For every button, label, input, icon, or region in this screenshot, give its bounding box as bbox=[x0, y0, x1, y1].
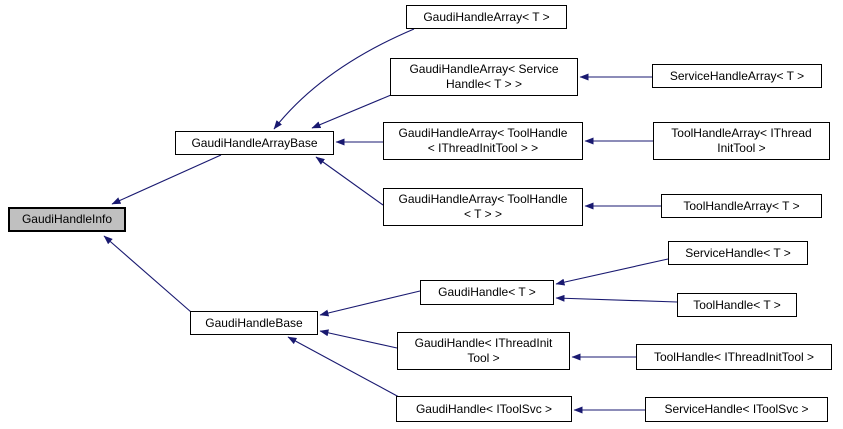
class-node-label: GaudiHandle< T > bbox=[438, 285, 536, 299]
inheritance-edge-handle_t-to-handle_base bbox=[319, 290, 421, 317]
class-node-label: GaudiHandleArray< T > bbox=[423, 9, 550, 24]
class-node-gaudi-handle-array-tool-handle-ithreadinittool[interactable]: GaudiHandleArray< ToolHandle < IThreadIn… bbox=[383, 122, 583, 160]
inheritance-edge-handle_base-to-info bbox=[103, 235, 192, 313]
inheritance-edge-service_handle_t-to-handle_t bbox=[555, 258, 669, 286]
class-node-label: ServiceHandleArray< T > bbox=[669, 68, 805, 83]
class-node-label: ToolHandleArray< T > bbox=[683, 198, 800, 213]
class-node-label: GaudiHandleArrayBase bbox=[191, 135, 318, 150]
class-node-gaudi-handle-ithreadinittool[interactable]: GaudiHandle< IThreadInit Tool > bbox=[397, 332, 570, 370]
class-node-label: ServiceHandle< IToolSvc > bbox=[664, 402, 809, 416]
class-node-gaudi-handle-t[interactable]: GaudiHandle< T > bbox=[420, 280, 554, 305]
class-node-label: ToolHandleArray< IThread InitTool > bbox=[671, 126, 812, 155]
class-node-service-handle-t[interactable]: ServiceHandle< T > bbox=[668, 241, 808, 265]
class-node-label: GaudiHandleArray< ToolHandle < IThreadIn… bbox=[398, 126, 568, 155]
class-node-tool-handle-t[interactable]: ToolHandle< T > bbox=[677, 293, 797, 317]
class-node-gaudi-handle-itoolsvc[interactable]: GaudiHandle< IToolSvc > bbox=[396, 396, 572, 422]
class-node-tool-handle-ithreadinittool[interactable]: ToolHandle< IThreadInitTool > bbox=[636, 344, 832, 370]
class-node-gaudi-handle-base[interactable]: GaudiHandleBase bbox=[190, 311, 318, 335]
inheritance-edge-array_tool_t-to-array_base bbox=[315, 156, 384, 206]
class-node-label: GaudiHandleArray< Service Handle< T > > bbox=[409, 62, 559, 91]
class-node-gaudi-handle-array-t[interactable]: GaudiHandleArray< T > bbox=[406, 5, 567, 29]
class-node-tool-handle-array-t[interactable]: ToolHandleArray< T > bbox=[661, 194, 822, 218]
class-node-label: ServiceHandle< T > bbox=[685, 245, 791, 260]
inheritance-edge-array_t-to-array_base bbox=[273, 28, 415, 130]
class-node-service-handle-itoolsvc[interactable]: ServiceHandle< IToolSvc > bbox=[645, 397, 828, 422]
class-node-label: GaudiHandleArray< ToolHandle < T > > bbox=[398, 192, 568, 221]
class-node-gaudi-handle-array-service-handle[interactable]: GaudiHandleArray< Service Handle< T > > bbox=[390, 58, 578, 96]
inheritance-edge-array_service-to-array_base bbox=[311, 94, 392, 129]
class-node-gaudi-handle-array-base[interactable]: GaudiHandleArrayBase bbox=[175, 131, 334, 155]
inheritance-edge-array_base-to-info bbox=[111, 154, 222, 205]
class-node-label: GaudiHandleBase bbox=[205, 315, 303, 330]
class-node-gaudi-handle-array-tool-handle-t[interactable]: GaudiHandleArray< ToolHandle < T > > bbox=[383, 188, 583, 226]
inheritance-edge-handle_toolsvc-to-handle_base bbox=[287, 336, 400, 398]
inheritance-edge-tool_handle_t-to-handle_t bbox=[555, 294, 678, 303]
class-node-label: GaudiHandleInfo bbox=[21, 212, 113, 226]
class-node-label: GaudiHandle< IToolSvc > bbox=[415, 401, 553, 416]
class-node-gaudi-handle-info: GaudiHandleInfo bbox=[8, 207, 126, 232]
class-node-tool-handle-array-ithreadinittool[interactable]: ToolHandleArray< IThread InitTool > bbox=[653, 122, 830, 160]
class-node-label: GaudiHandle< IThreadInit Tool > bbox=[414, 336, 553, 365]
class-node-service-handle-array-t[interactable]: ServiceHandleArray< T > bbox=[652, 64, 822, 88]
inheritance-edge-handle_thread_init-to-handle_base bbox=[319, 329, 398, 349]
class-node-label: ToolHandle< T > bbox=[693, 297, 781, 312]
class-node-label: ToolHandle< IThreadInitTool > bbox=[653, 349, 815, 364]
